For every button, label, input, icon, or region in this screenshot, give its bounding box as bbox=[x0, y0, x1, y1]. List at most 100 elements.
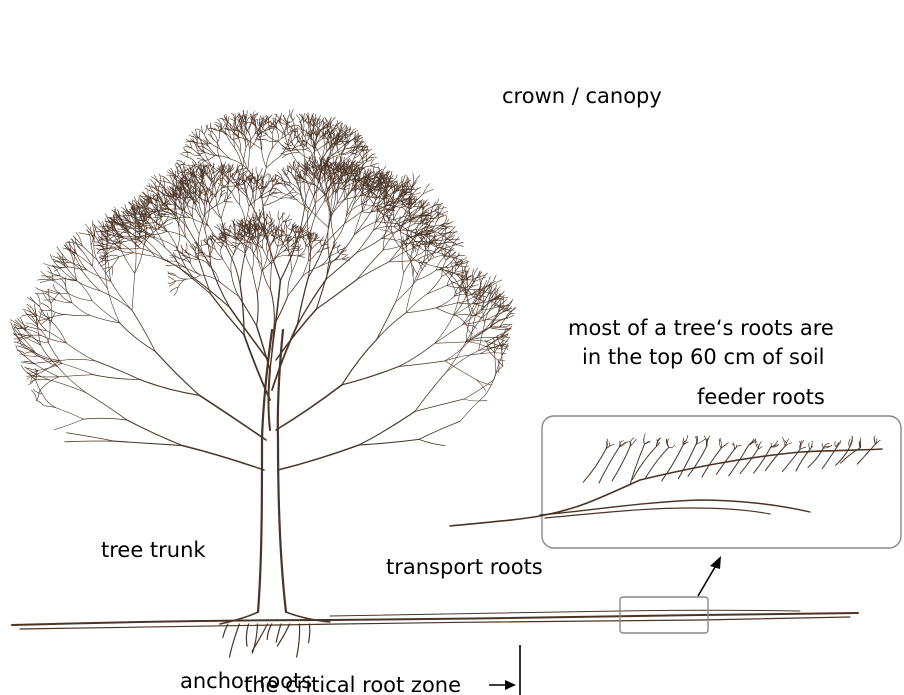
crown-branch bbox=[50, 313, 55, 325]
crown-branch bbox=[300, 152, 313, 159]
crown-branch bbox=[448, 239, 457, 244]
feeder-root bbox=[740, 449, 758, 474]
crown-branch bbox=[338, 135, 348, 136]
anchor-root bbox=[246, 624, 248, 646]
crown-branch bbox=[108, 257, 120, 261]
crown-branch bbox=[240, 151, 248, 170]
crown-branch bbox=[52, 322, 67, 343]
crown-branch bbox=[230, 123, 231, 130]
feeder-roots-drawing bbox=[450, 434, 882, 527]
crown-branch bbox=[427, 285, 447, 293]
crown-branch bbox=[436, 308, 456, 316]
crown-branch bbox=[272, 325, 297, 390]
feeder-root bbox=[702, 448, 721, 477]
crown-branch bbox=[202, 244, 208, 245]
crown-branch bbox=[132, 274, 135, 311]
crown-branch bbox=[435, 315, 454, 343]
crown-branch bbox=[435, 342, 466, 343]
crown-branch bbox=[331, 117, 336, 125]
crown-branch bbox=[350, 127, 351, 136]
crown-branch bbox=[145, 196, 146, 207]
crown-branch bbox=[288, 273, 292, 296]
crown-branch bbox=[257, 271, 262, 294]
crown-branch bbox=[206, 138, 211, 144]
crown-branch bbox=[353, 194, 362, 206]
crown-branch bbox=[328, 181, 331, 201]
crown-branch bbox=[119, 253, 134, 257]
crown-branch bbox=[247, 116, 251, 123]
crown-branch bbox=[245, 253, 252, 270]
feeder-root-tip bbox=[771, 443, 772, 447]
crown-branch bbox=[475, 298, 481, 316]
crown-branch bbox=[132, 310, 155, 351]
crown-branch bbox=[100, 291, 132, 311]
crown-branch bbox=[108, 255, 119, 257]
crown-branch bbox=[60, 359, 95, 361]
crown-branch bbox=[425, 235, 431, 241]
crown-branch bbox=[86, 393, 127, 420]
crown-branch bbox=[201, 240, 202, 247]
label-feeder-roots: feeder roots bbox=[697, 385, 825, 409]
crown-branch bbox=[357, 250, 383, 280]
crown-branch bbox=[192, 203, 193, 216]
crown-branch bbox=[411, 261, 414, 283]
crown-branch bbox=[335, 216, 346, 241]
crown-branch bbox=[476, 380, 492, 385]
crown-branch bbox=[272, 133, 273, 148]
crown-branch bbox=[58, 367, 87, 393]
crown-branch bbox=[316, 148, 322, 160]
crown-branch bbox=[211, 294, 244, 335]
crown-branch bbox=[226, 247, 240, 285]
feeder-root bbox=[612, 446, 630, 481]
crown-branch bbox=[359, 154, 366, 162]
crown-branch bbox=[290, 198, 299, 199]
crown-branch bbox=[494, 338, 495, 352]
zoom-arrow bbox=[698, 556, 721, 596]
anchor-root bbox=[276, 624, 281, 642]
feeder-root-tip bbox=[707, 436, 710, 446]
crown-branch bbox=[287, 222, 290, 227]
crown-branch bbox=[415, 399, 464, 412]
crown-branch bbox=[199, 193, 200, 204]
crown-branch bbox=[414, 223, 425, 224]
crown-branch bbox=[152, 231, 167, 234]
crown-branch bbox=[145, 188, 154, 193]
crown-branch bbox=[284, 224, 285, 232]
crown-branch bbox=[51, 303, 52, 321]
crown-branch bbox=[53, 256, 67, 260]
crown-branch bbox=[155, 257, 181, 270]
crown-branch bbox=[123, 236, 136, 238]
crown-branch bbox=[41, 345, 58, 367]
crown-branch bbox=[406, 283, 414, 313]
crown-branch bbox=[174, 217, 189, 218]
feeder-root-tip bbox=[800, 447, 806, 449]
crown-branch bbox=[205, 156, 215, 161]
label-roots-note-line1: most of a tree‘s roots are bbox=[568, 316, 834, 340]
crown-branch bbox=[76, 254, 92, 267]
crown-branch bbox=[48, 325, 50, 343]
crown-branch bbox=[32, 379, 50, 381]
crown-branch bbox=[406, 308, 436, 313]
crown-branch bbox=[67, 315, 90, 316]
crown-branch bbox=[31, 390, 36, 400]
crown-branch bbox=[377, 313, 406, 340]
crown-branch bbox=[337, 141, 338, 151]
crown-branch bbox=[230, 307, 268, 360]
crown-branch bbox=[271, 264, 272, 290]
crown-branch bbox=[316, 264, 330, 310]
crown-branch bbox=[234, 132, 235, 148]
anchor-root bbox=[277, 624, 289, 646]
crown-branch bbox=[48, 289, 60, 293]
crown-branch bbox=[359, 412, 415, 445]
crown-branch bbox=[155, 230, 165, 248]
crown-branch bbox=[500, 324, 512, 326]
crown-branch bbox=[245, 206, 249, 224]
crown-branch bbox=[296, 115, 300, 122]
crown-branch bbox=[409, 187, 421, 190]
tree-trunk-drawing bbox=[220, 330, 330, 624]
crown-branch bbox=[36, 380, 42, 394]
feeder-root bbox=[633, 446, 657, 479]
crown-branch bbox=[271, 290, 275, 325]
crown-branch bbox=[289, 152, 300, 153]
crown-branch bbox=[263, 192, 270, 205]
